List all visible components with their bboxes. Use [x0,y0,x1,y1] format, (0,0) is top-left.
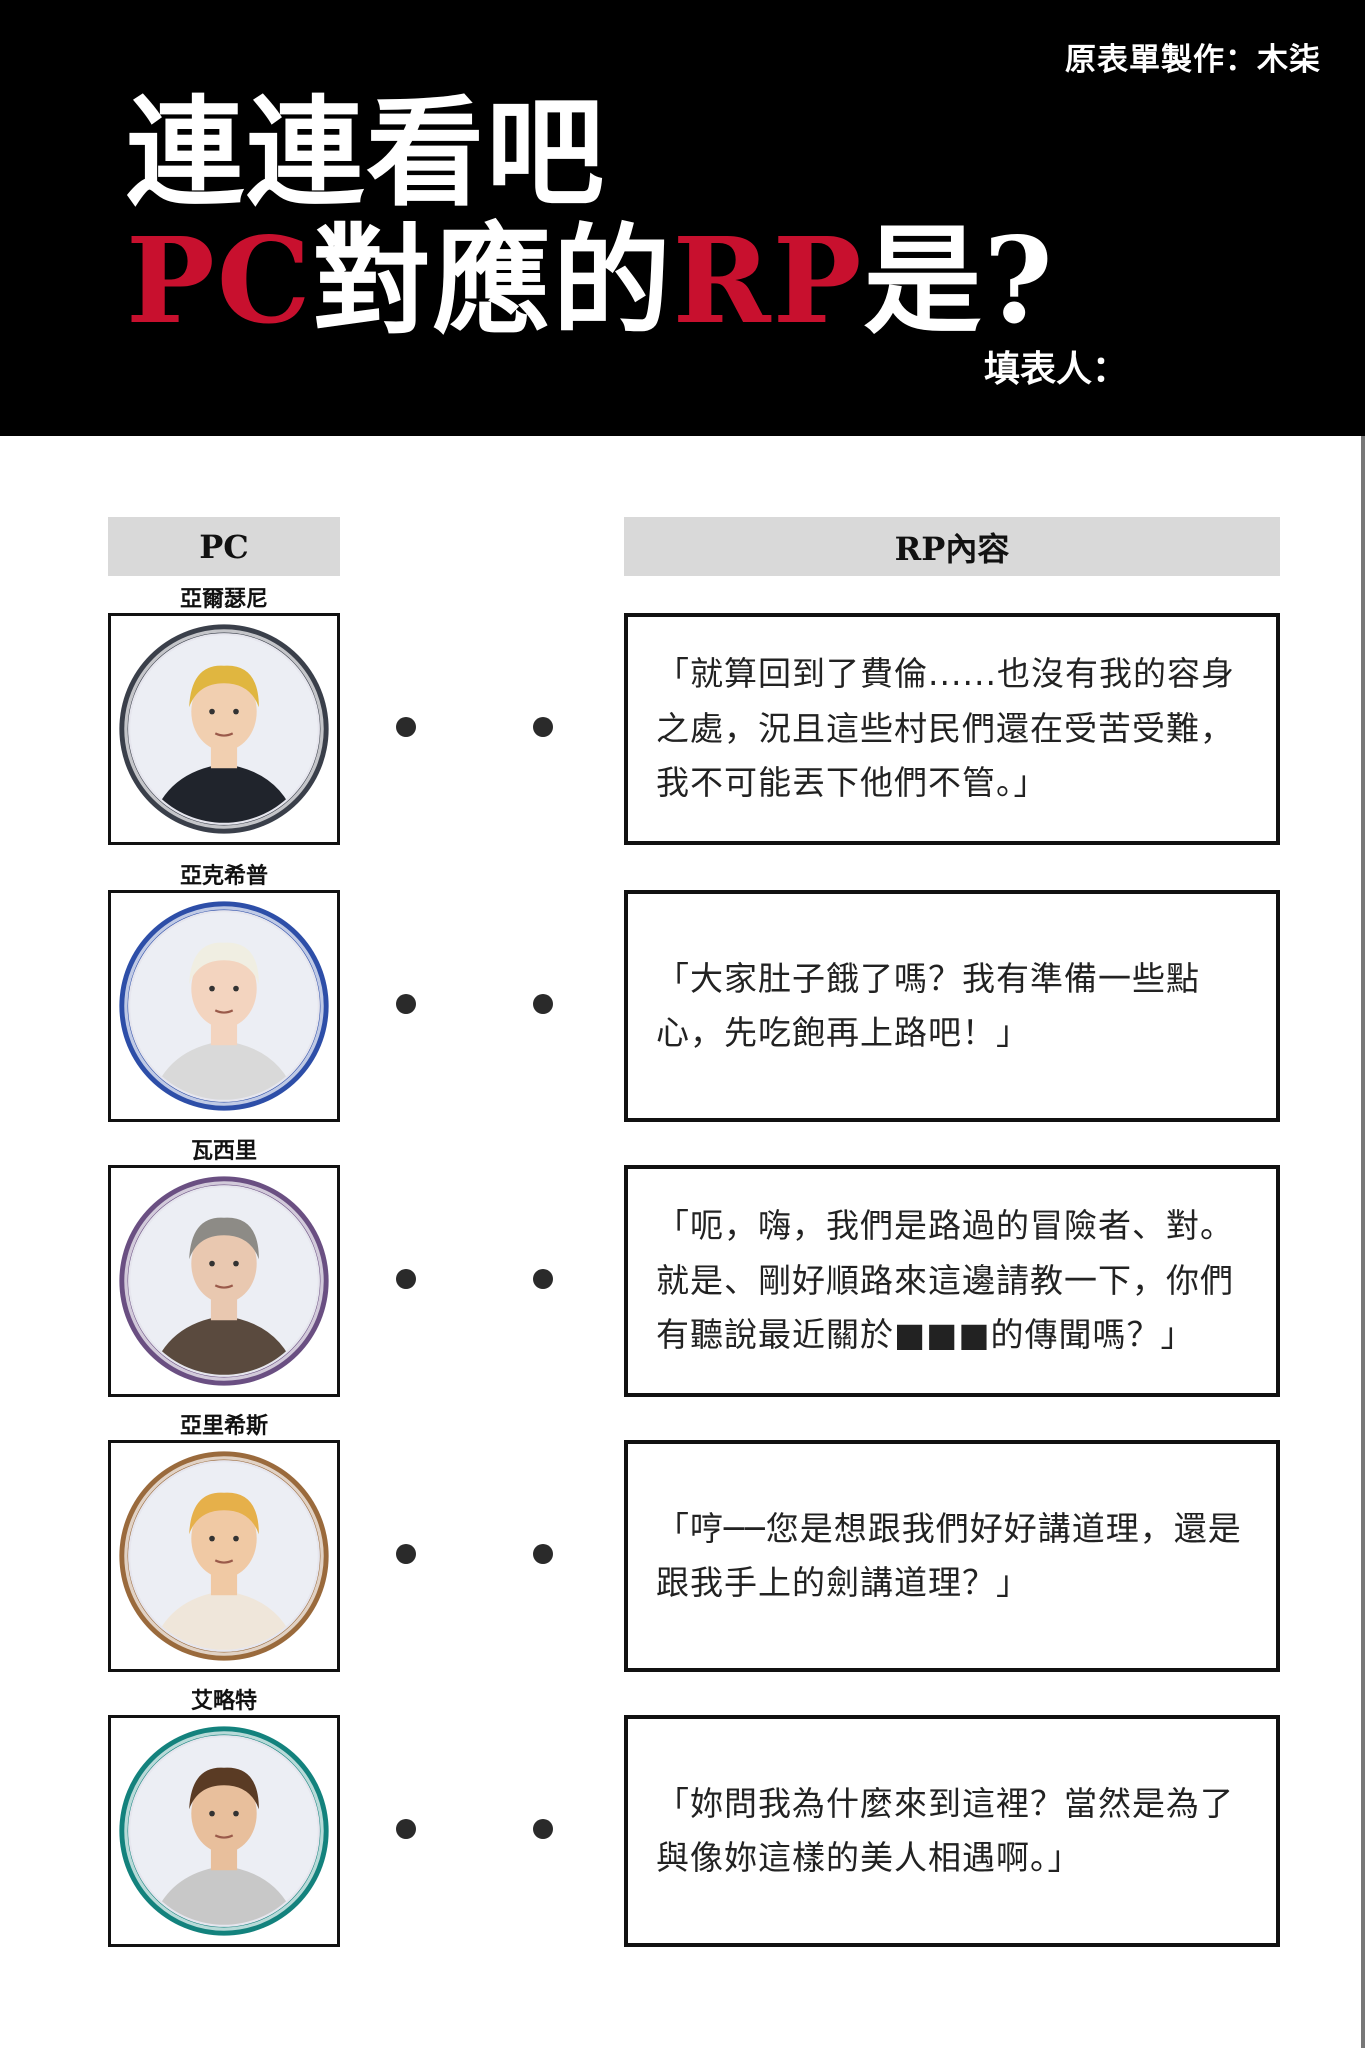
pc-portrait-frame [108,890,340,1122]
title-end-word: 是? [863,211,1055,350]
brown-haired-fur-cloak-portrait [119,1726,329,1936]
match-row-2: 亞克希普「大家肚子餓了嗎？我有準備一些點心，先吃飽再上路吧！」 [0,858,1365,1128]
filler-label: 填表人： [984,348,1129,390]
title-rp-word: RP [672,211,864,350]
pc-name: 瓦西里 [190,1138,257,1164]
rp-quote-text: 「就算回到了費倫......也沒有我的容身之處，況且這些村民們還在受苦受難，我不… [656,654,1235,803]
rp-quote-box: 「呃，嗨，我們是路過的冒險者、對。就是、剛好順路來這邊請教一下，你們有聽說最近關… [624,1165,1280,1397]
pc-connector-dot[interactable] [396,1819,416,1839]
title-line-2: PC對應的RP是? [126,216,1055,346]
pc-connector-dot[interactable] [396,1544,416,1564]
credit-text: 原表單製作：木柒 [1065,42,1321,78]
rp-quote-box: 「就算回到了費倫......也沒有我的容身之處，況且這些村民們還在受苦受難，我不… [624,613,1280,845]
rp-quote-box: 「大家肚子餓了嗎？我有準備一些點心，先吃飽再上路吧！」 [624,890,1280,1122]
title-line-1: 連連看吧 [126,83,607,222]
header-banner: 原表單製作：木柒 連連看吧 PC對應的RP是? 填表人： [0,0,1365,436]
long-blond-swordsman-portrait [119,1451,329,1661]
white-haired-knight-portrait [119,901,329,1111]
title-middle-word: 對應的 [312,211,673,350]
title-pc-word: PC [126,211,313,350]
rp-connector-dot[interactable] [533,1544,553,1564]
pc-name: 亞爾瑟尼 [179,586,268,612]
rp-quote-text: 「呃，嗨，我們是路過的冒險者、對。就是、剛好順路來這邊請教一下，你們有聽說最近關… [656,1206,1234,1355]
match-row-4: 亞里希斯「哼──您是想跟我們好好講道理，還是跟我手上的劍講道理？」 [0,1408,1365,1678]
match-row-5: 艾略特「妳問我為什麼來到這裡？當然是為了與像妳這樣的美人相遇啊。」 [0,1683,1365,1953]
rp-column-header: RP內容 [624,517,1280,576]
pc-portrait-frame [108,1715,340,1947]
pc-name: 艾略特 [190,1688,257,1714]
pc-portrait-frame [108,1440,340,1672]
rp-connector-dot[interactable] [533,1819,553,1839]
pc-connector-dot[interactable] [396,994,416,1014]
rp-quote-text: 「妳問我為什麼來到這裡？當然是為了與像妳這樣的美人相遇啊。」 [656,1783,1234,1877]
pc-name: 亞里希斯 [179,1413,268,1439]
pc-name: 亞克希普 [179,863,268,889]
rp-connector-dot[interactable] [533,994,553,1014]
pc-connector-dot[interactable] [396,1269,416,1289]
rp-quote-box: 「哼──您是想跟我們好好講道理，還是跟我手上的劍講道理？」 [624,1440,1280,1672]
pc-column-header: PC [108,517,340,576]
blond-priest-portrait [119,624,329,834]
page-edge-line [1361,436,1365,2048]
pc-portrait-frame [108,1165,340,1397]
rp-quote-box: 「妳問我為什麼來到這裡？當然是為了與像妳這樣的美人相遇啊。」 [624,1715,1280,1947]
pc-portrait-frame [108,613,340,845]
rp-quote-text: 「大家肚子餓了嗎？我有準備一些點心，先吃飽再上路吧！」 [656,958,1200,1052]
rp-connector-dot[interactable] [533,1269,553,1289]
match-row-1: 亞爾瑟尼「就算回到了費倫......也沒有我的容身之處，況且這些村民們還在受苦受… [0,581,1365,851]
rp-connector-dot[interactable] [533,717,553,737]
pc-connector-dot[interactable] [396,717,416,737]
rp-quote-text: 「哼──您是想跟我們好好講道理，還是跟我手上的劍講道理？」 [656,1508,1242,1602]
grey-haired-fur-collar-portrait [119,1176,329,1386]
match-row-3: 瓦西里「呃，嗨，我們是路過的冒險者、對。就是、剛好順路來這邊請教一下，你們有聽說… [0,1133,1365,1403]
